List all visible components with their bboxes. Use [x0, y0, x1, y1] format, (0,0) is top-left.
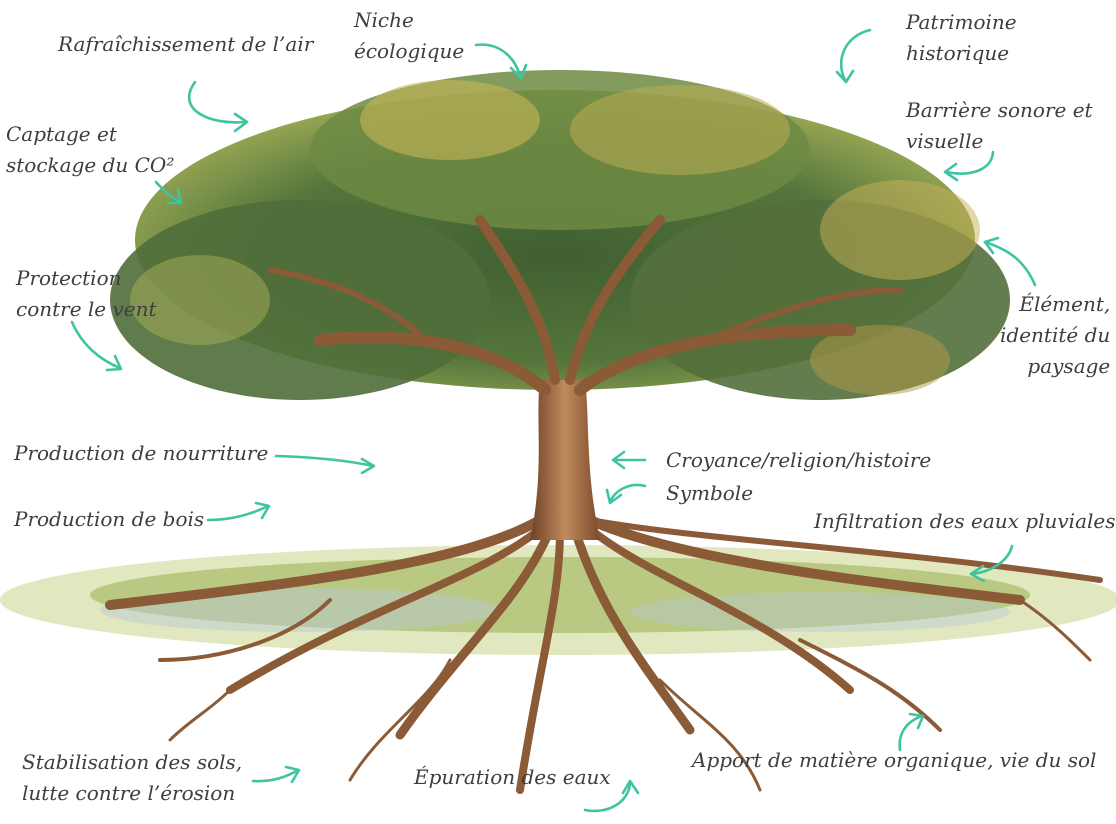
label-croyance: Croyance/religion/histoire [666, 445, 931, 476]
label-rafraichissement: Rafraîchissement de l’air [58, 29, 313, 60]
label-stabilisation: Stabilisation des sols, lutte contre l’é… [22, 747, 242, 809]
label-symbole: Symbole [666, 478, 753, 509]
label-apport: Apport de matière organique, vie du sol [692, 745, 1096, 776]
label-patrimoine: Patrimoine historique [906, 7, 1017, 69]
foliage [110, 70, 1010, 400]
label-epuration: Épuration des eaux [414, 762, 611, 793]
label-bois: Production de bois [14, 504, 204, 535]
label-niche: Niche écologique [354, 5, 464, 67]
label-captage: Captage et stockage du CO² [6, 119, 174, 181]
label-element: Élément, identité du paysage [1000, 289, 1110, 382]
label-protection: Protection contre le vent [16, 263, 157, 325]
label-barriere: Barrière sonore et visuelle [906, 95, 1093, 157]
label-nourriture: Production de nourriture [14, 438, 268, 469]
label-infiltration: Infiltration des eaux pluviales [814, 506, 1115, 537]
